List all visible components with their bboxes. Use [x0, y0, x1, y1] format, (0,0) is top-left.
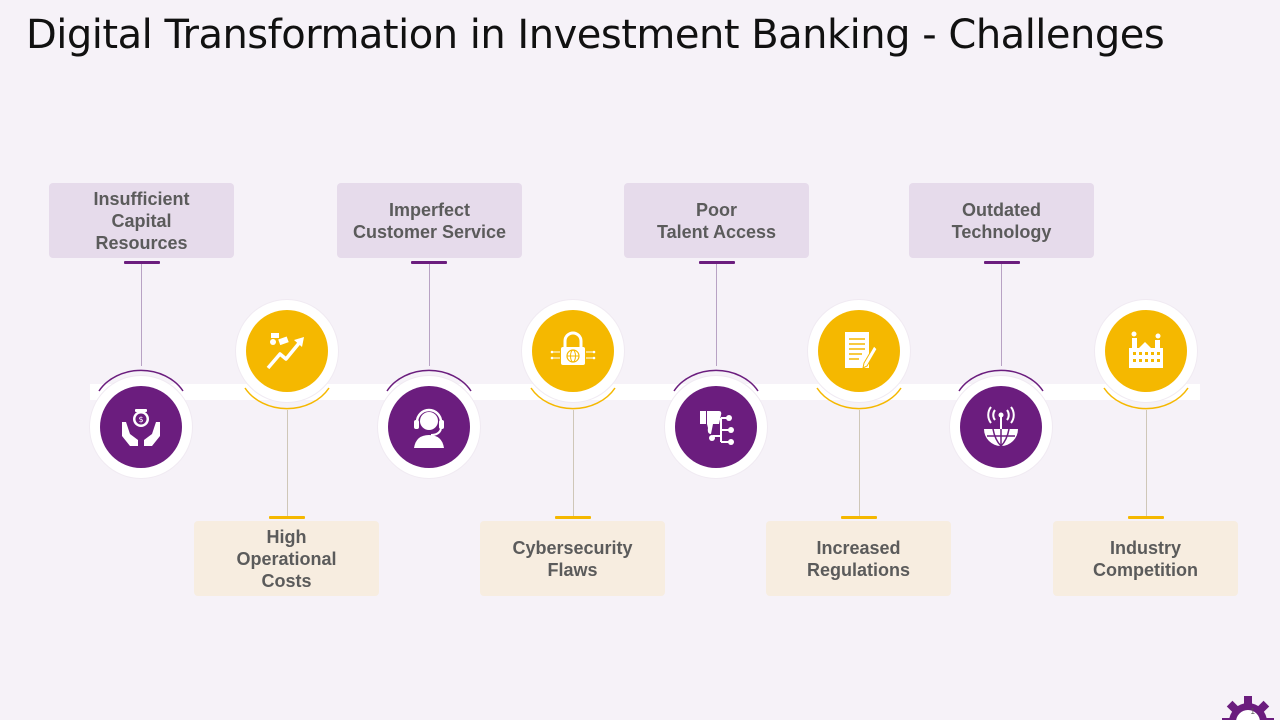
connector-line: [141, 264, 142, 366]
challenge-label: Industry Competition: [1093, 537, 1198, 580]
connector-line: [1001, 264, 1002, 366]
page-title: Digital Transformation in Investment Ban…: [26, 12, 1165, 58]
accent-arc: [98, 369, 184, 392]
challenge-label: Imperfect Customer Service: [352, 199, 507, 242]
challenge-label: Poor Talent Access: [656, 199, 777, 242]
challenge-label: Insufficient Capital Resources: [93, 188, 190, 253]
challenge-label: Outdated Technology: [951, 199, 1052, 242]
challenge-box-increased-regulations: Increased Regulations: [766, 521, 951, 596]
connector-cap: [1128, 516, 1164, 519]
page-number: 1: [1250, 707, 1255, 716]
accent-arc: [816, 387, 902, 410]
connector-line: [1146, 410, 1147, 516]
challenge-label: High Operational Costs: [236, 526, 337, 591]
connector-line: [573, 410, 574, 516]
challenge-box-outdated-technology: Outdated Technology: [909, 183, 1094, 258]
accent-arc: [958, 369, 1044, 392]
challenge-box-poor-talent-access: Poor Talent Access: [624, 183, 809, 258]
connector-line: [716, 264, 717, 366]
accent-arc: [530, 387, 616, 410]
connector-cap: [555, 516, 591, 519]
connector-cap: [699, 261, 735, 264]
challenge-label: Increased Regulations: [806, 537, 910, 580]
gear-icon: [1222, 696, 1274, 720]
timeline-band: [90, 384, 1200, 400]
connector-line: [287, 410, 288, 516]
accent-arc: [1103, 387, 1189, 410]
challenge-label: Cybersecurity Flaws: [512, 537, 633, 580]
connector-cap: [411, 261, 447, 264]
rising-cost-arrow-icon: [246, 310, 328, 392]
factory-icon: [1105, 310, 1187, 392]
lock-globe-icon: [532, 310, 614, 392]
accent-arc: [386, 369, 472, 392]
headset-agent-icon: [388, 386, 470, 468]
connector-cap: [124, 261, 160, 264]
antenna-globe-icon: [960, 386, 1042, 468]
challenge-box-cybersecurity-flaws: Cybersecurity Flaws: [480, 521, 665, 596]
connector-line: [429, 264, 430, 366]
challenge-box-industry-competition: Industry Competition: [1053, 521, 1238, 596]
svg-text:$: $: [138, 415, 143, 424]
challenge-box-insufficient-capital: Insufficient Capital Resources: [49, 183, 234, 258]
connector-line: [859, 410, 860, 516]
connector-cap: [269, 516, 305, 519]
challenge-box-imperfect-customer-service: Imperfect Customer Service: [337, 183, 522, 258]
accent-arc: [673, 369, 759, 392]
challenge-box-high-operational-costs: High Operational Costs: [194, 521, 379, 596]
connector-cap: [841, 516, 877, 519]
connector-cap: [984, 261, 1020, 264]
money-hands-icon: $: [100, 386, 182, 468]
thumbs-down-network-icon: [675, 386, 757, 468]
accent-arc: [244, 387, 330, 410]
document-pen-icon: [818, 310, 900, 392]
